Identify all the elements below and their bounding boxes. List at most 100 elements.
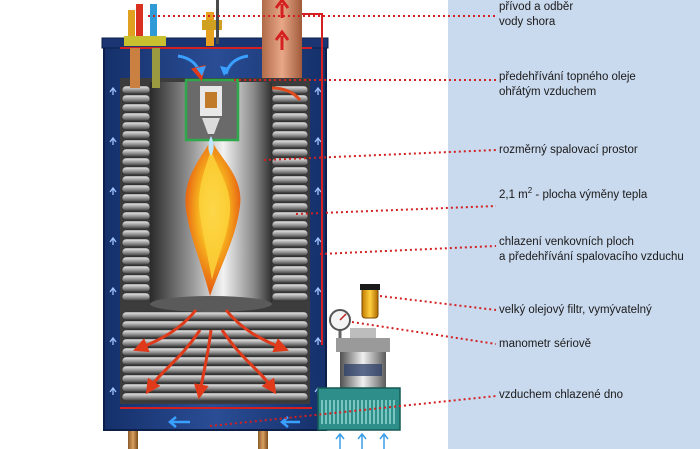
leader-combustion — [263, 149, 497, 161]
pump-label-band — [344, 364, 382, 376]
coil-tube — [271, 166, 309, 176]
bottom-intake-arrow — [168, 416, 190, 428]
label-heat-area-suffix: - plocha výměny tepla — [532, 189, 648, 201]
flame-blue-tip — [208, 136, 214, 156]
coil-tube — [271, 112, 309, 122]
coil-tube — [121, 139, 151, 149]
water-pipe-3 — [150, 4, 157, 44]
coil-tube — [121, 256, 151, 266]
coil-tube — [121, 103, 151, 113]
water-downpipe-left — [130, 48, 140, 88]
label-oil-filter: velký olejový filtr, vymývatelný — [499, 304, 652, 316]
coil-tube — [121, 148, 151, 158]
coil-tube — [121, 365, 309, 375]
leader-cooling — [319, 245, 497, 255]
leader-manometer — [351, 321, 497, 345]
pump-collar — [336, 338, 390, 352]
coil-tube — [271, 220, 309, 230]
fan-slats — [321, 400, 395, 424]
coil-tube — [271, 139, 309, 149]
combustion-chamber-bottom — [150, 296, 272, 312]
label-combustion-chamber: rozměrný spalovací prostor — [499, 144, 638, 156]
label-air-cooled-bottom: vzduchem chlazené dno — [499, 389, 624, 401]
coil-tube — [121, 130, 151, 140]
coil-tube — [121, 175, 151, 185]
coil-tube — [271, 130, 309, 140]
oil-filter-cap — [360, 284, 380, 290]
coil-tube — [121, 193, 151, 203]
coil-tube — [121, 211, 151, 221]
coil-tube — [121, 157, 151, 167]
coil-tube — [121, 229, 151, 239]
coil-tube — [271, 229, 309, 239]
burner-nozzle — [205, 92, 217, 108]
coil-tube — [121, 374, 309, 384]
coil-tube — [271, 184, 309, 194]
label-manometer: manometr sériově — [499, 338, 592, 350]
oil-fitting — [202, 20, 222, 30]
airflow-arrow-icon — [335, 432, 389, 449]
coil-tube — [121, 329, 309, 339]
hot-gas-pipe — [271, 86, 302, 101]
coil-tube — [271, 292, 309, 302]
water-downpipe-right — [152, 48, 160, 88]
coil-tube — [271, 94, 309, 104]
water-pipe-1 — [128, 10, 135, 44]
oil-line-thin — [216, 0, 219, 44]
label-water-line2: vody shora — [499, 16, 556, 28]
label-cooling: chlazení venkovních ploch a předehřívání… — [499, 235, 684, 265]
coil-tube — [271, 202, 309, 212]
coil-tube — [121, 94, 151, 104]
coil-tube — [121, 202, 151, 212]
label-oil-preheat-line1: předehřívání topného oleje — [499, 71, 636, 83]
label-water-line1: přívod a odběr — [499, 1, 574, 13]
coil-tube — [271, 265, 309, 275]
oil-filter-icon — [361, 287, 379, 319]
coil-tube — [271, 283, 309, 293]
coil-tube — [121, 338, 309, 348]
water-manifold — [124, 36, 166, 46]
leader-heat-area — [295, 205, 497, 215]
label-heat-area-prefix: 2,1 m — [499, 189, 528, 201]
leader-filter — [379, 295, 497, 311]
coil-tube — [121, 347, 309, 357]
coil-tube — [271, 247, 309, 257]
manometer-needle — [339, 313, 347, 321]
coil-tube — [271, 121, 309, 131]
coil-tube — [121, 320, 309, 330]
coil-tube — [121, 292, 151, 302]
label-cooling-line2: a předehřívání spalovacího vzduchu — [499, 251, 684, 263]
label-heat-area-exp: 2 — [527, 186, 533, 196]
burner-cone — [202, 118, 220, 134]
coil-tube — [121, 274, 151, 284]
coil-tube — [121, 247, 151, 257]
coil-tube — [121, 283, 151, 293]
coil-tube — [271, 193, 309, 203]
coil-tube — [271, 175, 309, 185]
exhaust-arrow-upper — [274, 0, 290, 18]
label-cooling-line1: chlazení venkovních ploch — [499, 236, 634, 248]
coil-tube — [271, 238, 309, 248]
label-oil-preheat-line2: ohřátým vzduchem — [499, 86, 597, 98]
coil-tube — [121, 392, 309, 402]
flame-core — [199, 150, 231, 280]
label-oil-preheat: předehřívání topného oleje ohřátým vzduc… — [499, 70, 636, 100]
coil-tube — [121, 265, 151, 275]
oil-supply-pipe — [302, 13, 323, 345]
coil-tube — [121, 220, 151, 230]
intake-arrow-head-right — [220, 66, 230, 76]
leader-lines — [148, 15, 497, 427]
coil-tube — [271, 103, 309, 113]
coil-tube — [121, 184, 151, 194]
intake-arrow-head-left — [196, 66, 206, 76]
heat-exchanger-coil-left — [121, 85, 151, 302]
coil-tube — [121, 311, 309, 321]
heat-exchanger-coil-right — [271, 85, 309, 302]
coil-tube — [121, 383, 309, 393]
coil-tube — [271, 274, 309, 284]
coil-tube — [271, 256, 309, 266]
label-water: přívod a odběr vody shora — [499, 0, 573, 30]
flue-gas-arrows — [133, 309, 289, 400]
